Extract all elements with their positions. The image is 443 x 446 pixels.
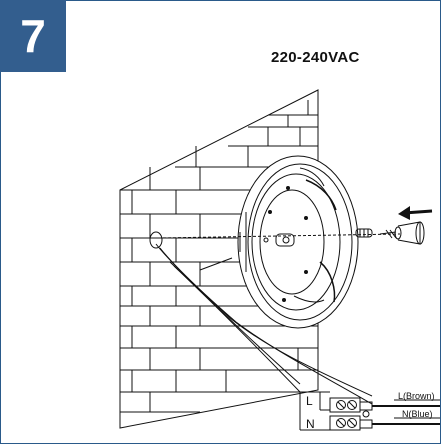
live-wire-label: L(Brown)	[398, 391, 435, 401]
terminal-live-letter: L	[306, 394, 313, 408]
terminal-neutral-letter: N	[306, 417, 315, 431]
direction-arrow-icon	[398, 206, 433, 220]
supply-cable	[149, 231, 373, 405]
screw	[379, 221, 425, 245]
ceiling-light-fixture	[237, 155, 359, 329]
supply-voltage-label: 220-240VAC	[271, 49, 360, 66]
wall-plug	[355, 228, 373, 238]
terminal-block	[299, 391, 440, 431]
neutral-wire-label: N(Blue)	[402, 409, 433, 419]
step-number-badge: 7	[0, 0, 66, 72]
